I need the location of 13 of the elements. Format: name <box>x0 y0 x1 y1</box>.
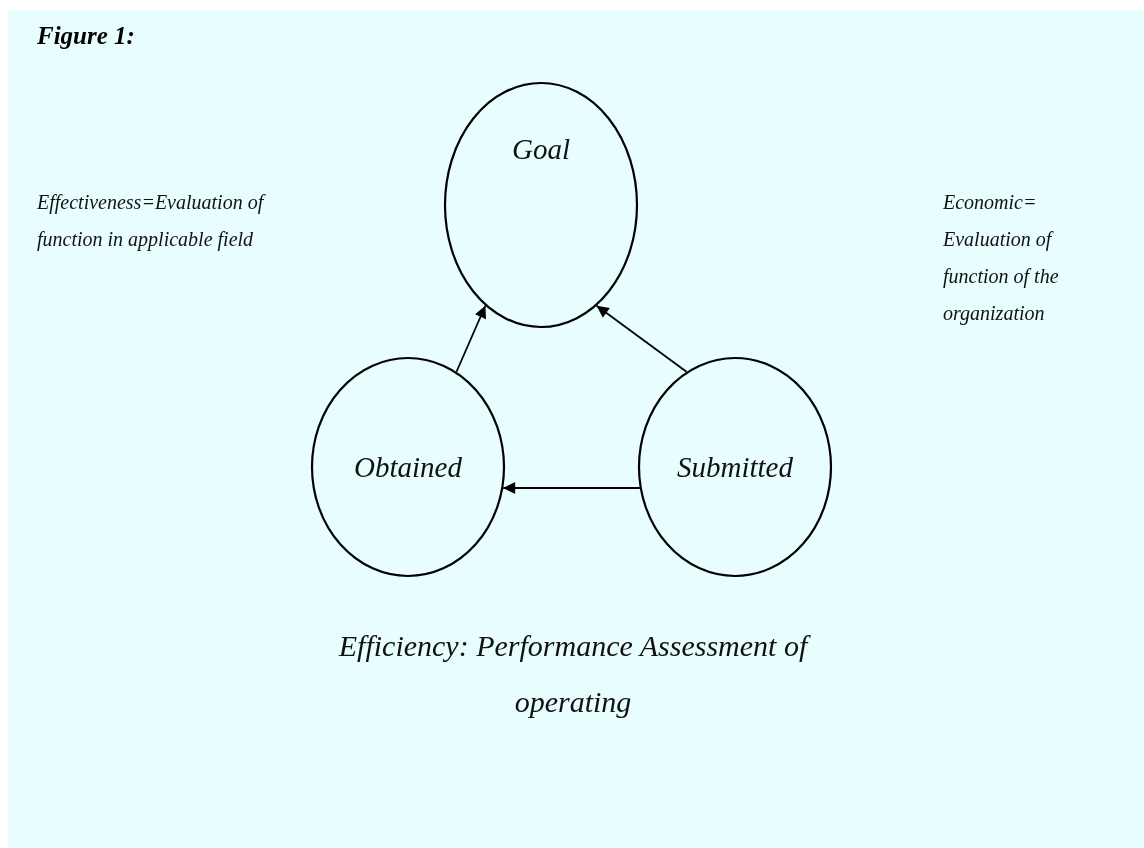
annotation-text: Economic= Evaluation of function of the organization <box>943 190 1060 327</box>
node-label: Obtained <box>353 450 463 484</box>
figure-title: Figure 1: <box>37 22 135 50</box>
figure-caption: Efficiency: Performance Assessment of operating <box>278 618 868 730</box>
node-label: Goal <box>511 132 571 166</box>
annotation-text: Effectiveness=Evaluation of function in applicable field <box>37 190 267 253</box>
arrow <box>455 304 487 373</box>
ellipse-node <box>311 357 505 577</box>
ellipse-node <box>444 82 638 328</box>
arrow <box>595 304 688 373</box>
arrow <box>502 482 641 494</box>
node-label: Submitted <box>676 450 794 484</box>
ellipse-node <box>638 357 832 577</box>
